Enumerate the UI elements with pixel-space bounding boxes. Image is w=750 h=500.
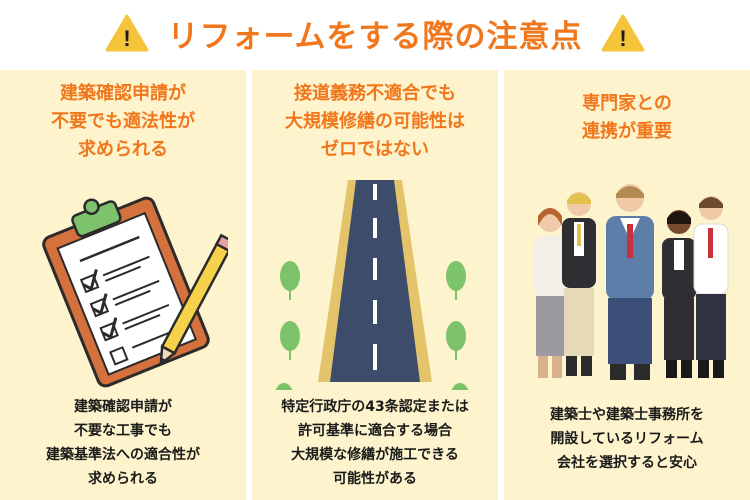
column-heading: 建築確認申請が 不要でも適法性が 求められる [51, 83, 195, 160]
column-body: 建築士や建築士事務所を 開設しているリフォーム 会社を選択すると安心 [550, 407, 704, 471]
professionals-group-icon [534, 184, 729, 380]
column-heading: 専門家との 連携が重要 [582, 93, 672, 142]
tree-icon [280, 321, 300, 360]
tree-icon [280, 261, 300, 300]
tree-icon [275, 383, 293, 390]
tree-icon [446, 321, 466, 360]
tree-icon [451, 383, 469, 390]
column-building-confirmation: 建築確認申請が 不要でも適法性が 求められる [0, 70, 246, 500]
column-body: 特定行政庁の43条認定または 許可基準に適合する場合 大規模な修繕が施工できる … [281, 399, 469, 487]
tree-icon [446, 261, 466, 300]
column-road-access: 接道義務不適合でも 大規模修繕の可能性は ゼロではない [252, 70, 498, 500]
road-icon [275, 180, 469, 390]
column-body: 建築確認申請が 不要な工事でも 建築基準法への適合性が 求められる [46, 399, 200, 487]
column-heading: 接道義務不適合でも 大規模修繕の可能性は ゼロではない [285, 83, 465, 160]
person-icon [562, 192, 596, 376]
header: ! リフォームをする際の注意点 ! [0, 0, 750, 66]
person-icon [693, 196, 729, 378]
warning-icon: ! [601, 14, 645, 52]
person-icon [662, 210, 696, 378]
svg-text:!: ! [124, 26, 131, 51]
warning-icon: ! [105, 14, 149, 52]
column-professionals: 専門家との 連携が重要 [504, 70, 750, 500]
svg-text:!: ! [619, 26, 626, 51]
clipboard-checklist-icon [42, 196, 228, 388]
person-icon [534, 208, 566, 378]
person-icon [606, 184, 654, 380]
page-title: リフォームをする際の注意点 [167, 18, 583, 55]
